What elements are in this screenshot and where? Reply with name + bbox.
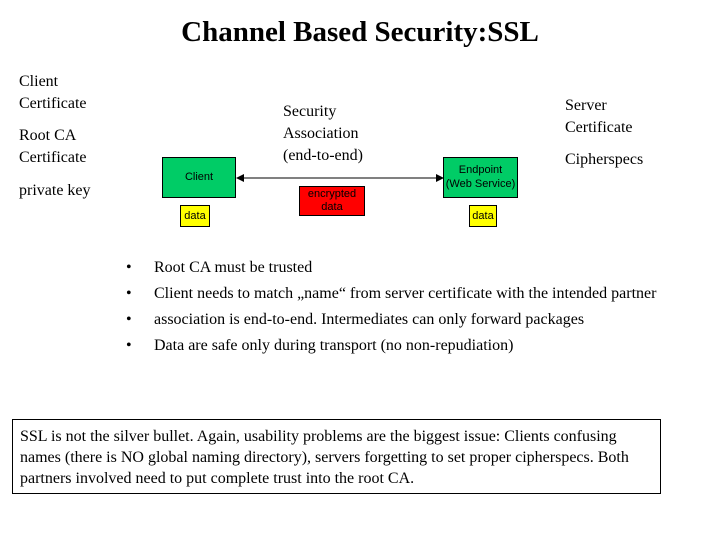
endpoint-box: Endpoint (Web Service) (443, 157, 518, 198)
slide-title: Channel Based Security:SSL (181, 16, 539, 48)
list-item: • Data are safe only during transport (n… (120, 335, 680, 357)
bullet-icon: • (126, 285, 132, 302)
encrypted-data-box: encrypted data (299, 186, 365, 216)
bullet-icon: • (126, 311, 132, 328)
summary-note-box: SSL is not the silver bullet. Again, usa… (12, 419, 661, 494)
security-association-line-3: (end-to-end) (283, 147, 363, 164)
server-certificate-line-1: Server (565, 97, 607, 114)
client-certificate-label: Client Certificate (19, 71, 87, 115)
bullet-text: Root CA must be trusted (154, 259, 313, 276)
security-association-line-1: Security (283, 103, 337, 120)
client-box: Client (162, 157, 236, 198)
root-ca-line-2: Certificate (19, 149, 87, 166)
server-certificate-line-2: Certificate (565, 119, 633, 136)
endpoint-line-2: (Web Service) (445, 178, 516, 190)
list-item: • Client needs to match „name“ from serv… (120, 283, 680, 305)
cipherspecs-label: Cipherspecs (565, 151, 644, 168)
root-ca-certificate-label: Root CA Certificate (19, 125, 87, 169)
client-data-box: data (180, 205, 210, 227)
bullet-text: association is end-to-end. Intermediates… (154, 311, 585, 328)
private-key-label: private key (19, 182, 91, 199)
root-ca-line-1: Root CA (19, 127, 77, 144)
security-association-label: Security Association (end-to-end) (283, 101, 363, 167)
security-association-line-2: Association (283, 125, 359, 142)
list-item: • Root CA must be trusted (120, 257, 680, 279)
bullet-text: Client needs to match „name“ from server… (154, 285, 657, 302)
list-item: • association is end-to-end. Intermediat… (120, 309, 680, 331)
bullet-list: • Root CA must be trusted • Client needs… (120, 257, 680, 361)
encrypted-line-1: encrypted (307, 188, 357, 200)
endpoint-line-1: Endpoint (458, 164, 503, 176)
server-certificate-label: Server Certificate (565, 95, 633, 139)
endpoint-data-box: data (469, 205, 497, 227)
encrypted-line-2: data (321, 201, 343, 213)
client-certificate-line-1: Client (19, 73, 59, 90)
client-certificate-line-2: Certificate (19, 95, 87, 112)
bullet-icon: • (126, 259, 132, 276)
bullet-text: Data are safe only during transport (no … (154, 337, 514, 354)
bullet-icon: • (126, 337, 132, 354)
